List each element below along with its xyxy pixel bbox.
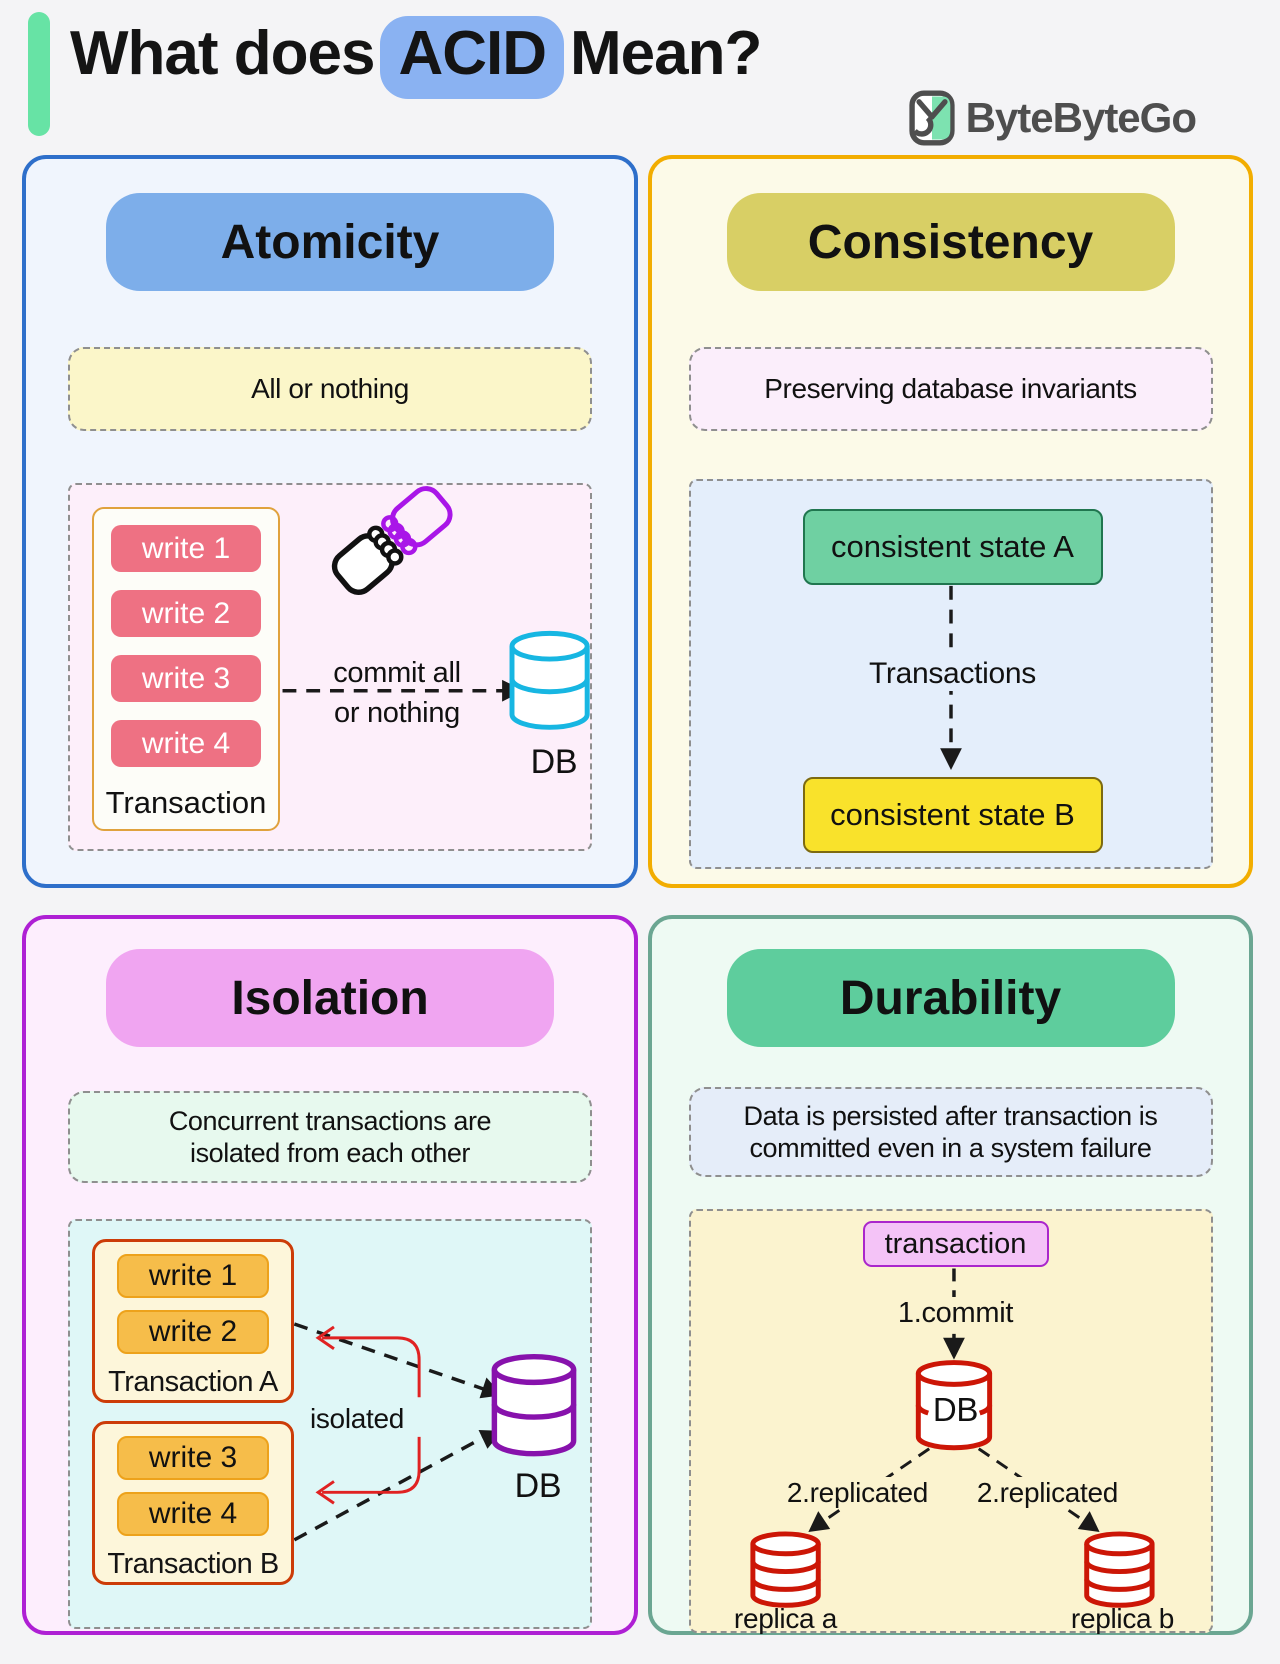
durability-title: Durability xyxy=(726,949,1175,1047)
txn-b-to-db-arrow xyxy=(293,1429,503,1542)
transaction-b-label: Transaction B xyxy=(107,1548,279,1580)
commit-arrow-label-line1: commit all xyxy=(333,657,461,689)
consistency-caption-text: Preserving database invariants xyxy=(764,373,1137,405)
transactions-label: Transactions xyxy=(852,657,1053,691)
write-4-pill: write 4 xyxy=(111,720,261,767)
isolation-caption-line1: Concurrent transactions are xyxy=(168,1105,492,1136)
title-acid-highlight: ACID xyxy=(372,16,570,107)
db-cylinder-icon xyxy=(509,630,590,730)
replica-b-label: replica b xyxy=(1070,1603,1175,1634)
transaction-b-box: write 3 write 4 Transaction B xyxy=(92,1421,294,1585)
page-title: What does ACID Mean? xyxy=(70,16,762,107)
transaction-a-label: Transaction A xyxy=(108,1366,278,1398)
replicate-left-arrow xyxy=(807,1447,930,1532)
write-4-pill: write 4 xyxy=(117,1492,269,1536)
title-suffix: Mean? xyxy=(570,19,762,88)
panel-consistency: Consistency Preserving database invarian… xyxy=(648,155,1253,888)
txn-a-to-db-arrow xyxy=(293,1322,503,1399)
consistent-state-a-box: consistent state A xyxy=(802,509,1103,585)
atomicity-caption-text: All or nothing xyxy=(251,373,409,405)
bytebytego-logo-icon xyxy=(908,90,955,146)
durability-caption-line2: committed even in a system failure xyxy=(749,1133,1152,1163)
isolated-label: isolated xyxy=(309,1403,405,1434)
commit-arrow xyxy=(942,1268,965,1360)
consistency-diagram: consistent state A Transactions consiste… xyxy=(688,479,1213,869)
title-prefix: What does xyxy=(70,19,375,88)
isolation-diagram-art xyxy=(293,1322,577,1542)
isolation-title: Isolation xyxy=(106,949,554,1047)
transaction-label: Transaction xyxy=(105,785,267,820)
isolation-caption-line2: isolated from each other xyxy=(189,1138,471,1168)
atomicity-caption: All or nothing xyxy=(68,347,592,431)
panel-atomicity: Atomicity All or nothing xyxy=(22,155,638,888)
panels-grid: Atomicity All or nothing xyxy=(22,155,1253,1635)
transaction-box: write 1 write 2 write 3 write 4 Transact… xyxy=(92,507,280,831)
replica-b-cylinder-icon xyxy=(1083,1531,1155,1608)
db-label: DB xyxy=(932,1391,979,1428)
write-1-pill: write 1 xyxy=(111,525,261,572)
replicated-left-label: 2.replicated xyxy=(762,1477,953,1509)
commit-label: 1.commit xyxy=(880,1297,1031,1330)
write-1-pill: write 1 xyxy=(117,1254,269,1298)
isolation-caption: Concurrent transactions are isolated fro… xyxy=(68,1091,592,1183)
replicated-right-label: 2.replicated xyxy=(952,1477,1143,1509)
transaction-a-box: write 1 write 2 Transaction A xyxy=(92,1239,294,1403)
consistent-state-b-box: consistent state B xyxy=(802,777,1103,853)
db-cylinder-icon xyxy=(491,1353,577,1457)
commit-arrow-label-line2: or nothing xyxy=(334,697,460,729)
panel-isolation: Isolation Concurrent transactions are is… xyxy=(22,915,638,1635)
bytebytego-logo: ByteByteGo xyxy=(908,90,1197,146)
write-2-pill: write 2 xyxy=(111,590,261,637)
title-highlight-text: ACID xyxy=(398,19,547,88)
consistency-title: Consistency xyxy=(726,193,1175,291)
atomicity-diagram: write 1 write 2 write 3 write 4 Transact… xyxy=(68,483,592,851)
durability-caption-line1: Data is persisted after transaction is xyxy=(743,1100,1158,1131)
db-label: DB xyxy=(530,743,578,781)
accent-bar xyxy=(28,12,50,136)
atomicity-diagram-art xyxy=(282,486,590,730)
transaction-pill: transaction xyxy=(862,1221,1049,1267)
fist-bump-icon xyxy=(331,486,453,595)
write-3-pill: write 3 xyxy=(111,655,261,702)
replica-a-label: replica a xyxy=(733,1603,838,1634)
replica-a-cylinder-icon xyxy=(749,1531,821,1608)
db-cylinder-icon xyxy=(915,1360,992,1451)
bytebytego-logo-text: ByteByteGo xyxy=(965,94,1197,141)
durability-diagram-art xyxy=(749,1268,1155,1608)
replicate-right-arrow xyxy=(977,1447,1100,1532)
panel-durability: Durability Data is persisted after trans… xyxy=(648,915,1253,1635)
consistency-caption: Preserving database invariants xyxy=(688,347,1213,431)
atomicity-title: Atomicity xyxy=(106,193,554,291)
write-2-pill: write 2 xyxy=(117,1310,269,1354)
isolation-diagram: write 1 write 2 Transaction A write 3 wr… xyxy=(68,1219,592,1629)
isolated-arrows xyxy=(315,1325,421,1505)
write-3-pill: write 3 xyxy=(117,1436,269,1480)
durability-caption: Data is persisted after transaction is c… xyxy=(688,1087,1213,1177)
durability-diagram: transaction 1.commit DB 2.replicated 2.r… xyxy=(688,1209,1213,1634)
db-label: DB xyxy=(514,1467,562,1505)
